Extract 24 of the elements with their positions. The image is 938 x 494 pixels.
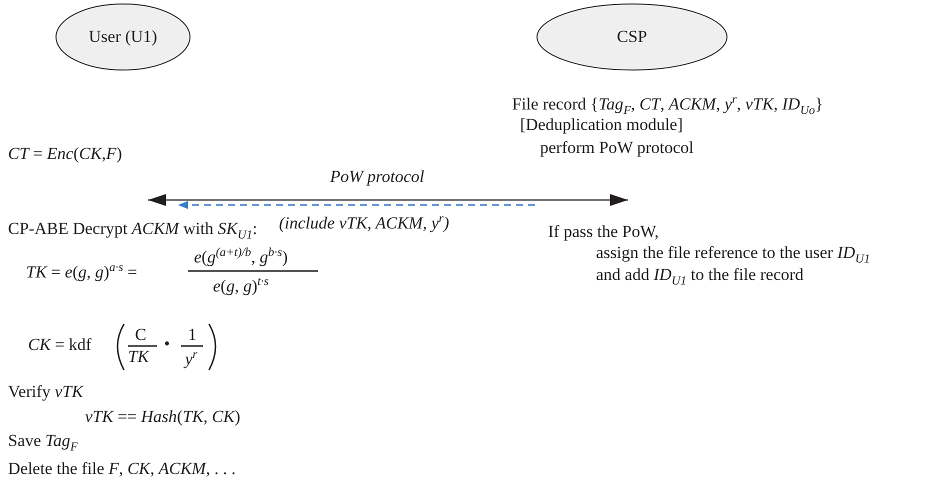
step-text: Verify vTK [8, 383, 84, 402]
step-text: perform PoW protocol [540, 139, 694, 158]
actor-ellipse: CSP [536, 3, 728, 71]
formula-text: e(g, g)$^{t·s}$ [213, 275, 269, 296]
step-text: Delete the file F, CK, ACKM, . . . [8, 460, 236, 479]
formula-text: CT = Enc(CK,F) [8, 145, 122, 164]
step-text: CP-ABE Decrypt ACKM with SK$_{U1}$: [8, 220, 258, 242]
formula-text: • [164, 335, 170, 354]
formula-text: C [135, 326, 146, 345]
condition-text: If pass the PoW, [548, 223, 659, 242]
formula-text: vTK == Hash(TK, CK) [85, 408, 240, 427]
formula-text: e(g$^{(a+t)/b}$, g$^{b·s}$) [194, 246, 288, 268]
step-text: and add ID$_{U1}$ to the file record [596, 266, 804, 288]
formula-text: TK [128, 348, 149, 367]
formula-text: CK = kdf [28, 336, 92, 355]
step-text: assign the file reference to the user ID$_{U1}$ [596, 244, 870, 266]
actor-ellipse: User (U1) [55, 3, 191, 71]
formula-text: TK = e(g, g)$^{a·s}$ = [26, 261, 138, 282]
formula-text: y$^{r}$ [185, 348, 198, 370]
message-label: PoW protocol [328, 168, 426, 187]
formula-text: 1 [188, 326, 196, 345]
record-text: File record {Tag$_{F}$, CT, ACKM, y$^{r}$, vTK, ID$_{Uo}$} [512, 93, 824, 118]
module-text: [Deduplication module] [520, 116, 683, 135]
step-text: Save Tag$_{F}$ [8, 432, 78, 454]
